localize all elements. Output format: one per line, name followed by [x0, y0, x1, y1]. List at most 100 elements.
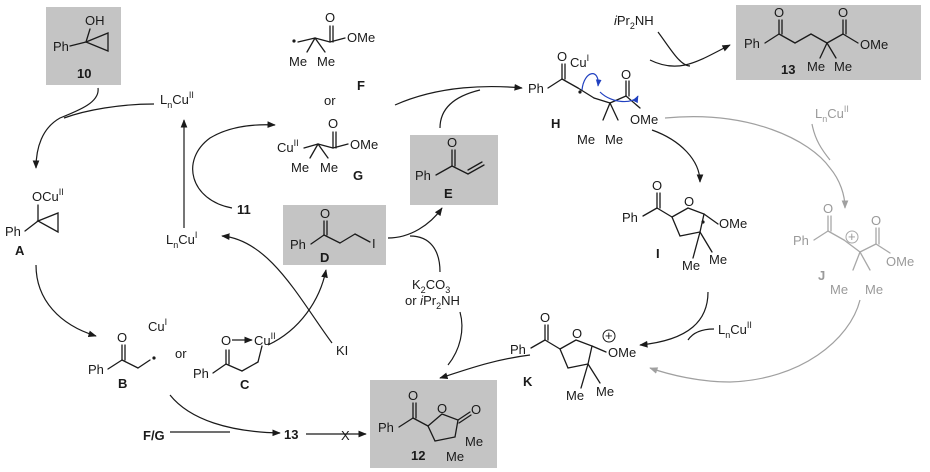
compound-12-label: 12 — [411, 448, 425, 463]
arrow-to-h — [394, 83, 523, 106]
bond — [398, 417, 414, 428]
compound-c-cu: CuII — [254, 331, 276, 348]
reagent-lncu-ii-right: LnCuII — [815, 104, 849, 124]
bond — [842, 33, 859, 44]
compound-k-ome: OMe — [608, 345, 636, 360]
compound-h-me2: Me — [605, 132, 623, 147]
arrow-ki-lncu-i-out — [221, 233, 333, 344]
bond — [852, 251, 861, 271]
oxolane-ring — [559, 339, 593, 369]
radical-dot — [701, 220, 705, 224]
compound-13: Ph O O OMe Me Me 13 — [736, 5, 921, 80]
compound-g-o: O — [328, 116, 338, 131]
bond — [530, 339, 546, 349]
bond — [329, 37, 346, 43]
bond — [317, 143, 334, 149]
compound-e-label: E — [444, 186, 453, 201]
compound-j-me2: Me — [865, 282, 883, 297]
compound-e-o: O — [447, 135, 457, 150]
arrow-h-to-j — [664, 116, 849, 209]
cyclopropane-ring — [84, 32, 109, 52]
compound-12-o: O — [408, 388, 418, 403]
bond — [827, 230, 845, 241]
compound-f-me1: Me — [289, 54, 307, 69]
compound-b-o: O — [117, 330, 127, 345]
compound-g-cu: CuII — [277, 138, 299, 155]
compound-d-label: D — [320, 250, 329, 265]
bond — [306, 37, 316, 53]
compound-10-oh: OH — [85, 13, 105, 28]
compound-k-label: K — [523, 374, 533, 389]
arrow-k-to-12 — [439, 354, 531, 380]
bond — [107, 359, 123, 370]
bond — [339, 233, 356, 244]
bond — [332, 143, 349, 149]
compound-i-me1: Me — [682, 258, 700, 273]
electron-push-arrow — [581, 73, 602, 91]
cation-charge-circle — [845, 230, 859, 244]
bond — [703, 213, 719, 225]
cyclopropane-ring — [36, 212, 59, 234]
arrow-ipr2nh-in — [657, 31, 691, 67]
compound-i-label: I — [656, 246, 660, 261]
or-f-g: or — [324, 93, 336, 108]
bond — [544, 339, 561, 350]
bond — [69, 41, 87, 47]
compound-10-label: 10 — [77, 66, 91, 81]
compound-k-me2: Me — [596, 384, 614, 399]
reagent-k2co3: K2CO3 — [412, 277, 450, 295]
compound-i-ph: Ph — [622, 210, 638, 225]
bond — [580, 363, 589, 389]
compound-12-o2: O — [471, 402, 481, 417]
compound-j-me1: Me — [830, 282, 848, 297]
arrow-base-in — [409, 235, 441, 273]
compound-13-me2: Me — [834, 59, 852, 74]
compound-f-me2: Me — [317, 54, 335, 69]
compound-j-label: J — [818, 268, 825, 283]
bond — [458, 414, 472, 424]
compound-12-ph: Ph — [378, 420, 394, 435]
compound-k-o: O — [540, 310, 550, 325]
compound-h-label: H — [551, 116, 560, 131]
arrow-lncu-ii-right-in — [811, 123, 831, 161]
radical-dot — [292, 39, 296, 43]
bond — [819, 42, 828, 59]
compound-i-o: O — [652, 178, 662, 193]
compound-h: Ph O CuI O OMe Me Me H — [528, 49, 658, 147]
bond — [435, 165, 453, 176]
arrow-i-to-k — [639, 291, 709, 348]
compound-k-o-ring: O — [572, 326, 582, 341]
compound-h-o2: O — [621, 67, 631, 82]
arrow-10-to-a — [32, 87, 99, 169]
compound-13-me1: Me — [807, 59, 825, 74]
compound-h-ph: Ph — [528, 81, 544, 96]
compound-d-ph: Ph — [290, 237, 306, 252]
bond — [412, 417, 429, 427]
compound-h-ome: OMe — [630, 112, 658, 127]
bond — [591, 345, 607, 353]
bond — [309, 143, 319, 159]
bond — [314, 37, 326, 53]
compound-f-label: F — [357, 78, 365, 93]
compound-d-o: O — [320, 206, 330, 221]
arrow-11-to-g — [192, 121, 276, 209]
compound-k-plus: + — [605, 328, 613, 343]
arrow-bc-to-13 — [169, 394, 281, 437]
arrow-lncu-ii-mid-in — [687, 328, 715, 341]
compound-c-o: O — [221, 333, 231, 348]
compound-g-label: G — [353, 168, 363, 183]
bond — [859, 251, 871, 271]
bond — [24, 220, 39, 232]
bond — [561, 78, 579, 89]
compound-a: OCuII Ph A — [5, 187, 64, 258]
bond — [257, 345, 263, 363]
arrow-d-to-e — [387, 207, 443, 239]
arrow-j-to-k — [649, 299, 861, 383]
bond — [457, 411, 471, 421]
arrow-c-to-d — [267, 269, 328, 346]
compound-10-ph: Ph — [53, 39, 69, 54]
arrow-a-to-b — [35, 264, 97, 338]
bond — [587, 363, 601, 384]
bond — [778, 33, 796, 44]
compound-12: Ph O O O Me Me 12 — [370, 380, 497, 468]
